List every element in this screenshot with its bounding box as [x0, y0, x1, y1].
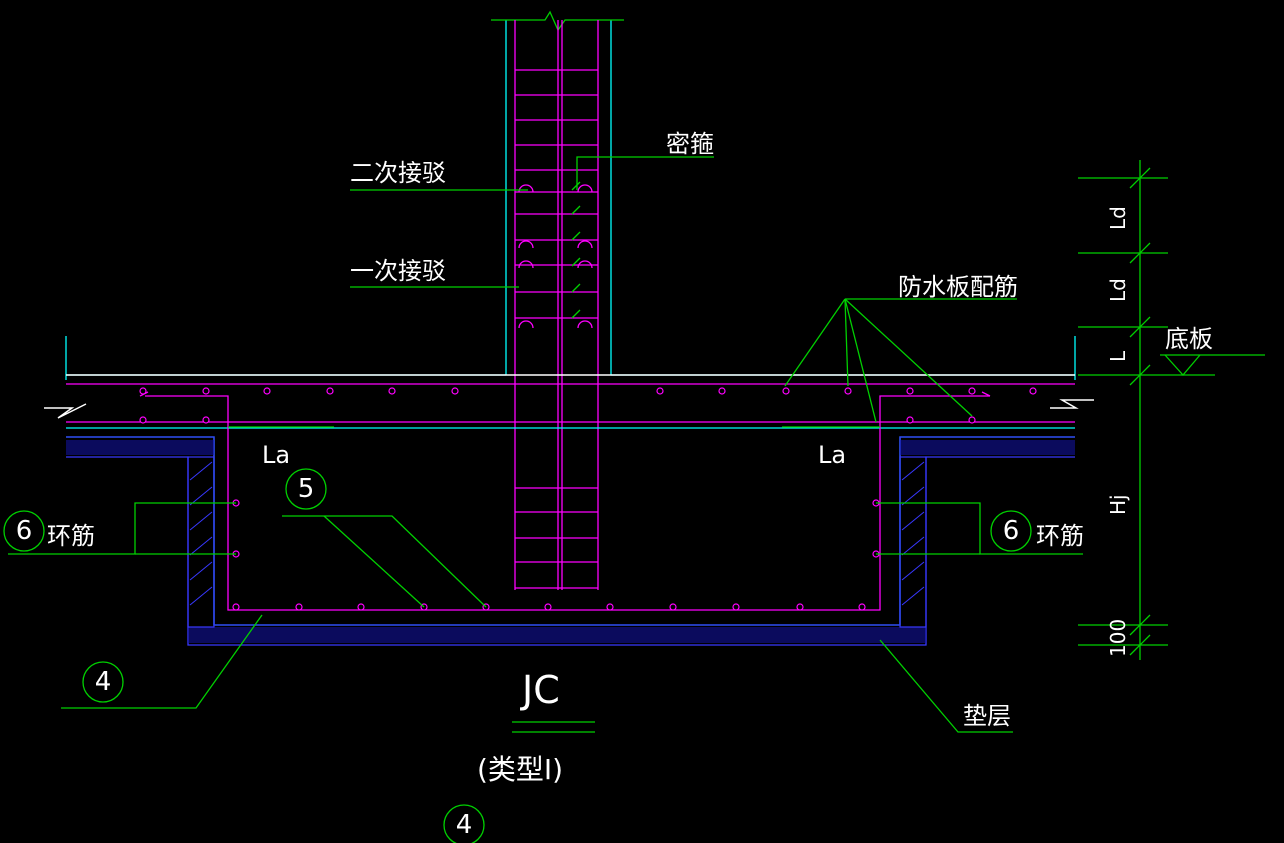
callout-4-bottom-text: 4	[456, 810, 473, 840]
dim-l: L	[1106, 350, 1130, 362]
callout-6-left: 6	[3, 510, 45, 552]
label-yi-ci-jie-bo: 一次接驳	[350, 257, 446, 285]
label-jc-title: JC	[520, 668, 560, 712]
callout-6-right-text: 6	[1003, 516, 1020, 546]
label-mi-gu: 密箍	[666, 130, 714, 158]
callout-4-left: 4	[82, 661, 124, 703]
dimension-line	[1078, 160, 1265, 660]
label-di-ban: 底板	[1165, 325, 1213, 353]
label-dian-ceng: 垫层	[963, 702, 1011, 730]
leader-lines	[8, 156, 1083, 733]
callout-5: 5	[285, 468, 327, 510]
callout-4-bottom: 4	[443, 804, 485, 843]
column-rebar	[514, 20, 599, 590]
foundation-pit	[66, 436, 1075, 646]
callout-6-left-text: 6	[16, 516, 33, 546]
dim-ld-top: Ld	[1106, 206, 1130, 230]
label-lei-xing: (类型Ⅰ)	[477, 753, 563, 786]
dim-hj: Hj	[1106, 494, 1130, 515]
label-er-ci-jie-bo: 二次接驳	[350, 159, 446, 187]
callout-5-text: 5	[298, 474, 315, 504]
slab	[44, 336, 1094, 611]
slab-rebar-dots	[139, 387, 1037, 424]
callout-4-left-text: 4	[95, 667, 112, 697]
callout-6-right: 6	[990, 510, 1032, 552]
label-fang-shui-ban-pei-jin: 防水板配筋	[898, 273, 1018, 301]
dim-100: 100	[1106, 619, 1130, 657]
dim-ld-mid: Ld	[1106, 278, 1130, 302]
label-huan-jin-right: 环筋	[1036, 522, 1084, 550]
label-la-left: La	[262, 441, 290, 469]
label-la-right: La	[818, 441, 846, 469]
column-outline	[66, 10, 1075, 376]
label-huan-jin-left: 环筋	[47, 522, 95, 550]
